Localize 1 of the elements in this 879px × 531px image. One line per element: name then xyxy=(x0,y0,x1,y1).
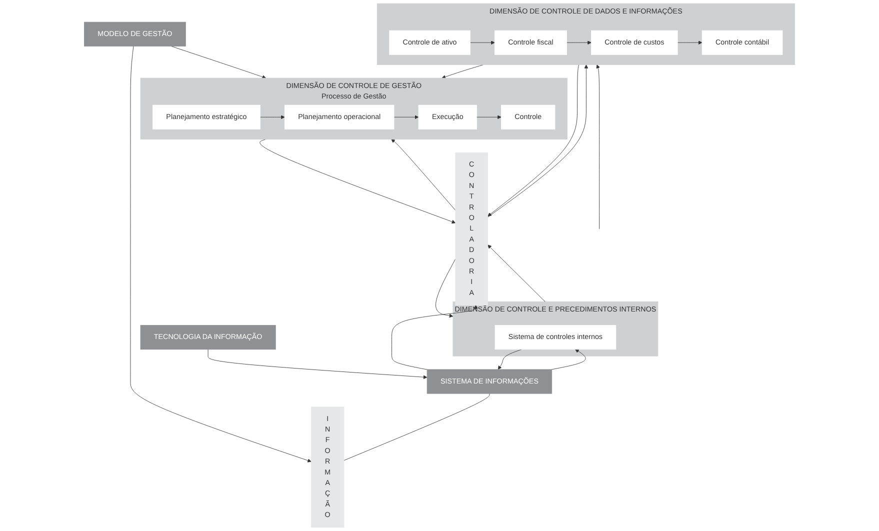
connector xyxy=(344,393,490,461)
